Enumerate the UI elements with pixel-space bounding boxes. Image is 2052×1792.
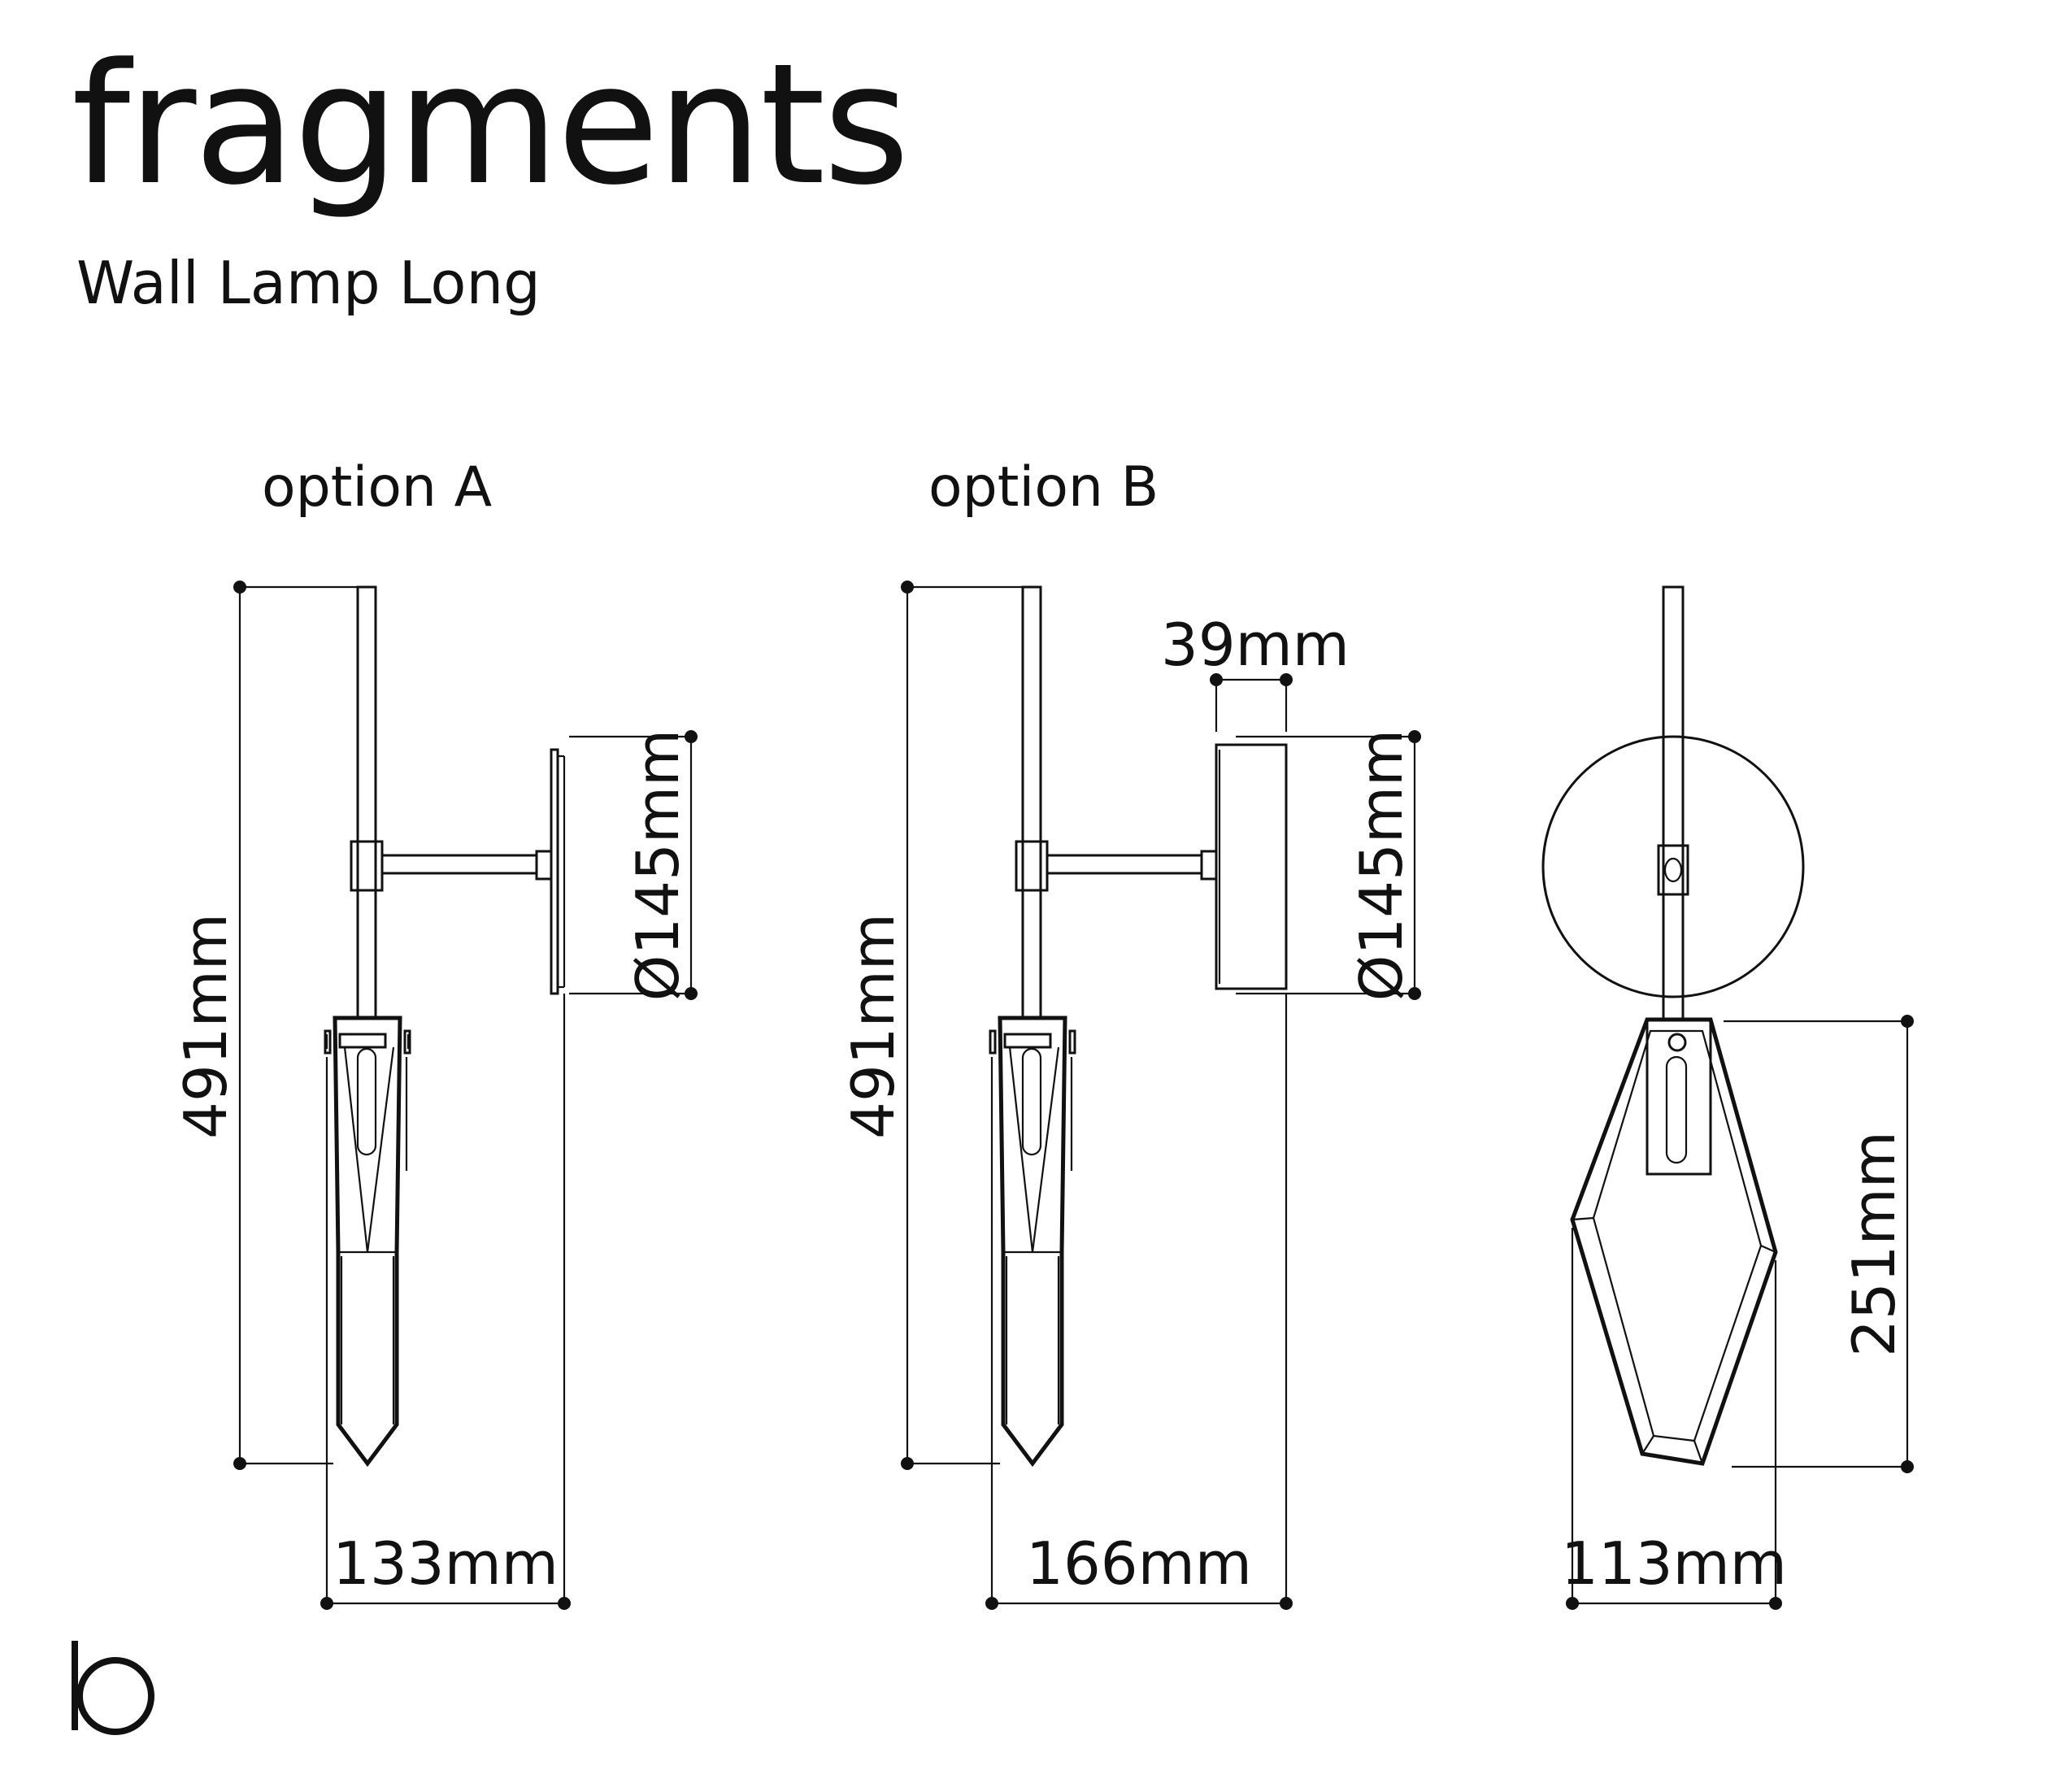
- a-depth-label: 133mm: [333, 1529, 559, 1598]
- page-title: fragments: [72, 28, 910, 222]
- b-depth-label: 166mm: [1026, 1529, 1252, 1598]
- option-a-label: option A: [262, 455, 492, 520]
- option-b-drawing: option B 491mm 39mm Ø145mm: [839, 455, 1421, 1610]
- b-height-label: 491mm: [839, 913, 907, 1139]
- b-plate-depth-label: 39mm: [1161, 611, 1350, 679]
- b-wall-plate: [1215, 743, 1288, 990]
- front-joint: [1657, 844, 1689, 896]
- front-height-label: 251mm: [1840, 1131, 1908, 1357]
- a-shade: [324, 1016, 411, 1468]
- front-view-drawing: 251mm 113mm: [1541, 585, 1914, 1610]
- brand-logo: [72, 1641, 154, 1735]
- front-shade: [1570, 1017, 1778, 1466]
- a-height-label: 491mm: [172, 913, 240, 1139]
- b-rod: [1021, 585, 1042, 1020]
- front-wall-plate: [1541, 735, 1805, 998]
- page-subtitle: Wall Lamp Long: [76, 249, 541, 317]
- b-joint: [1015, 840, 1049, 892]
- option-a-drawing: option A 491mm Ø145mm: [172, 455, 698, 1610]
- front-width-label: 113mm: [1561, 1529, 1787, 1598]
- b-diameter-label: Ø145mm: [1347, 729, 1415, 1001]
- option-b-label: option B: [928, 455, 1159, 520]
- a-diameter-label: Ø145mm: [624, 729, 692, 1001]
- a-joint: [350, 840, 384, 892]
- b-arm: [1046, 854, 1203, 875]
- a-wall-plate: [550, 748, 559, 995]
- b-shade: [989, 1016, 1076, 1468]
- front-rod: [1662, 585, 1685, 1021]
- a-arm: [380, 854, 538, 875]
- a-rod: [356, 585, 377, 1020]
